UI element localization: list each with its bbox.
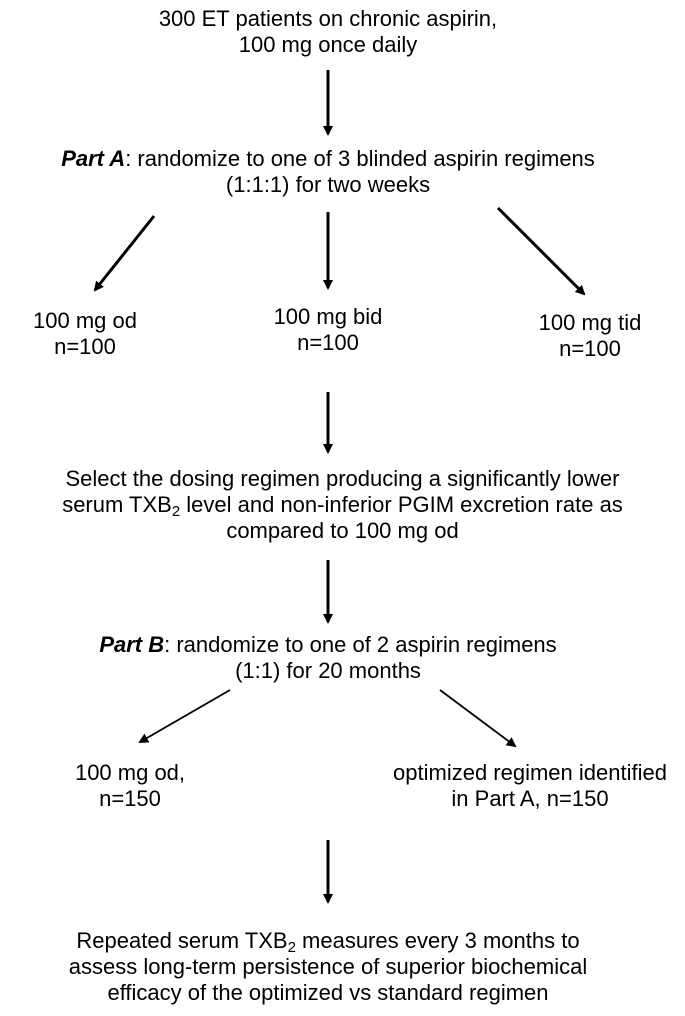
arm-b-opt-line-2: in Part A, n=150 <box>451 786 609 811</box>
arm-tid-dose: 100 mg tid <box>538 310 642 335</box>
arm-od-n: n=100 <box>54 334 116 359</box>
start-line-1: 300 ET patients on chronic aspirin, <box>158 6 498 31</box>
arrow-part-b-to-opt <box>439 689 517 748</box>
part-b-label: Part B <box>99 632 165 657</box>
select-line-3: compared to 100 mg od <box>226 518 459 543</box>
arm-b-opt-line-1: optimized regimen identified <box>393 760 667 785</box>
arm-b-opt-node: optimized regimen identified in Part A, … <box>378 760 682 812</box>
arm-b-od-node: 100 mg od, n=150 <box>50 760 210 812</box>
final-line-1: Repeated serum TXB2 measures every 3 mon… <box>0 928 656 956</box>
arrow-part-a-to-od <box>93 215 156 292</box>
arm-tid-n: n=100 <box>559 336 621 361</box>
select-node: Select the dosing regimen producing a si… <box>0 466 685 544</box>
select-line-2-post: level and non-inferior PGIM excretion ra… <box>180 492 623 517</box>
arm-bid-n: n=100 <box>297 330 359 355</box>
final-line-1-pre: Repeated serum TXB <box>76 928 288 953</box>
start-line-2: 100 mg once daily <box>238 32 418 57</box>
part-b-line-1: Part B: randomize to one of 2 aspirin re… <box>0 632 656 658</box>
part-b-node: Part B: randomize to one of 2 aspirin re… <box>0 632 656 684</box>
arm-bid-node: 100 mg bid n=100 <box>258 304 398 356</box>
arrow-part-a-to-tid <box>496 206 586 296</box>
final-node: Repeated serum TXB2 measures every 3 mon… <box>0 928 656 1006</box>
arrow-part-b-to-od <box>138 689 231 744</box>
part-b-text: : randomize to one of 2 aspirin regimens <box>164 632 557 657</box>
final-line-2: assess long-term persistence of superior… <box>68 954 588 979</box>
part-b-line-2: (1:1) for 20 months <box>235 658 421 683</box>
part-a-node: Part A: randomize to one of 3 blinded as… <box>0 146 656 198</box>
part-a-text: : randomize to one of 3 blinded aspirin … <box>125 146 595 171</box>
arm-tid-node: 100 mg tid n=100 <box>522 310 658 362</box>
final-subscript: 2 <box>287 939 296 956</box>
start-node: 300 ET patients on chronic aspirin, 100 … <box>0 6 656 58</box>
part-a-line-2: (1:1:1) for two weeks <box>225 172 431 197</box>
final-line-1-post: measures every 3 months to <box>295 928 580 953</box>
part-a-line-1: Part A: randomize to one of 3 blinded as… <box>0 146 656 172</box>
select-subscript: 2 <box>171 503 181 520</box>
select-line-2: serum TXB2 level and non-inferior PGIM e… <box>0 492 685 520</box>
select-line-2-pre: serum TXB <box>62 492 172 517</box>
part-a-label: Part A <box>61 146 126 171</box>
arm-b-od-dose: 100 mg od, <box>74 760 186 785</box>
arm-od-dose: 100 mg od <box>33 308 137 333</box>
arm-od-node: 100 mg od n=100 <box>20 308 150 360</box>
arm-bid-dose: 100 mg bid <box>273 304 383 329</box>
final-line-3: efficacy of the optimized vs standard re… <box>107 980 549 1005</box>
select-line-1: Select the dosing regimen producing a si… <box>65 466 620 491</box>
arm-b-od-n: n=150 <box>99 786 161 811</box>
